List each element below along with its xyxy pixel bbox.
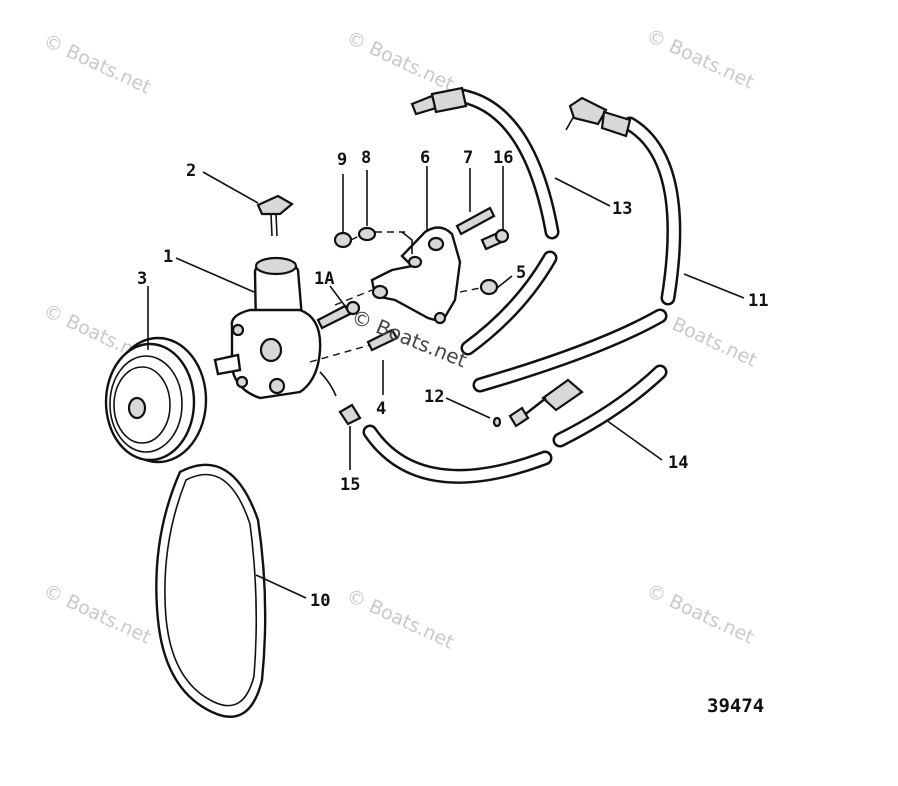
callout-15: 15 — [340, 475, 360, 495]
leader-lines — [147, 166, 745, 599]
fitting-15 — [338, 403, 362, 426]
alignment-line — [459, 287, 481, 293]
alignment-line — [309, 344, 371, 363]
callout-7: 7 — [463, 148, 473, 168]
callout-8: 8 — [361, 148, 371, 168]
watermark: © Boats.net — [40, 580, 154, 649]
stud-4 — [366, 328, 399, 352]
drive-belt — [155, 463, 267, 718]
center-watermark: © Boats.net — [348, 304, 470, 372]
pressure-hose-13 — [410, 86, 560, 356]
callout-12: 12 — [424, 387, 444, 407]
callout-2: 2 — [186, 161, 196, 181]
callouts: 2 1 3 1A 4 15 9 8 6 7 16 5 13 11 12 14 1… — [137, 148, 768, 611]
hose-segment — [362, 308, 668, 484]
bolt-16 — [480, 228, 510, 251]
callout-1a: 1A — [314, 269, 334, 289]
callout-1: 1 — [163, 247, 173, 267]
callout-14: 14 — [668, 453, 688, 473]
clip-12 — [492, 416, 502, 428]
power-steering-pump — [213, 256, 337, 400]
callout-3: 3 — [137, 269, 147, 289]
callout-11: 11 — [748, 291, 768, 311]
figure-number: 39474 — [707, 695, 764, 717]
watermark: © Boats.net — [343, 585, 457, 654]
hose-14 — [552, 364, 668, 448]
return-hose-11 — [565, 96, 682, 306]
callout-16: 16 — [493, 148, 513, 168]
callout-5: 5 — [516, 263, 526, 283]
nut-5 — [479, 278, 499, 296]
pulley — [104, 336, 208, 464]
watermark: © Boats.net — [643, 580, 757, 649]
callout-9: 9 — [337, 150, 347, 170]
callout-6: 6 — [420, 148, 430, 168]
washer-8 — [357, 226, 377, 242]
reservoir-cap — [256, 194, 294, 237]
callout-4: 4 — [376, 399, 386, 419]
watermark: © Boats.net — [343, 27, 457, 96]
callout-13: 13 — [612, 199, 632, 219]
alignment-line — [350, 235, 360, 241]
stud-7 — [455, 206, 496, 236]
alignment-line — [334, 289, 373, 306]
watermark: © Boats.net — [40, 30, 154, 99]
mounting-bracket — [370, 226, 462, 325]
stud-1a — [316, 300, 361, 330]
cooler-tube — [508, 378, 584, 428]
nut-9 — [333, 231, 353, 249]
watermark: © Boats.net — [643, 25, 757, 94]
callout-10: 10 — [310, 591, 330, 611]
